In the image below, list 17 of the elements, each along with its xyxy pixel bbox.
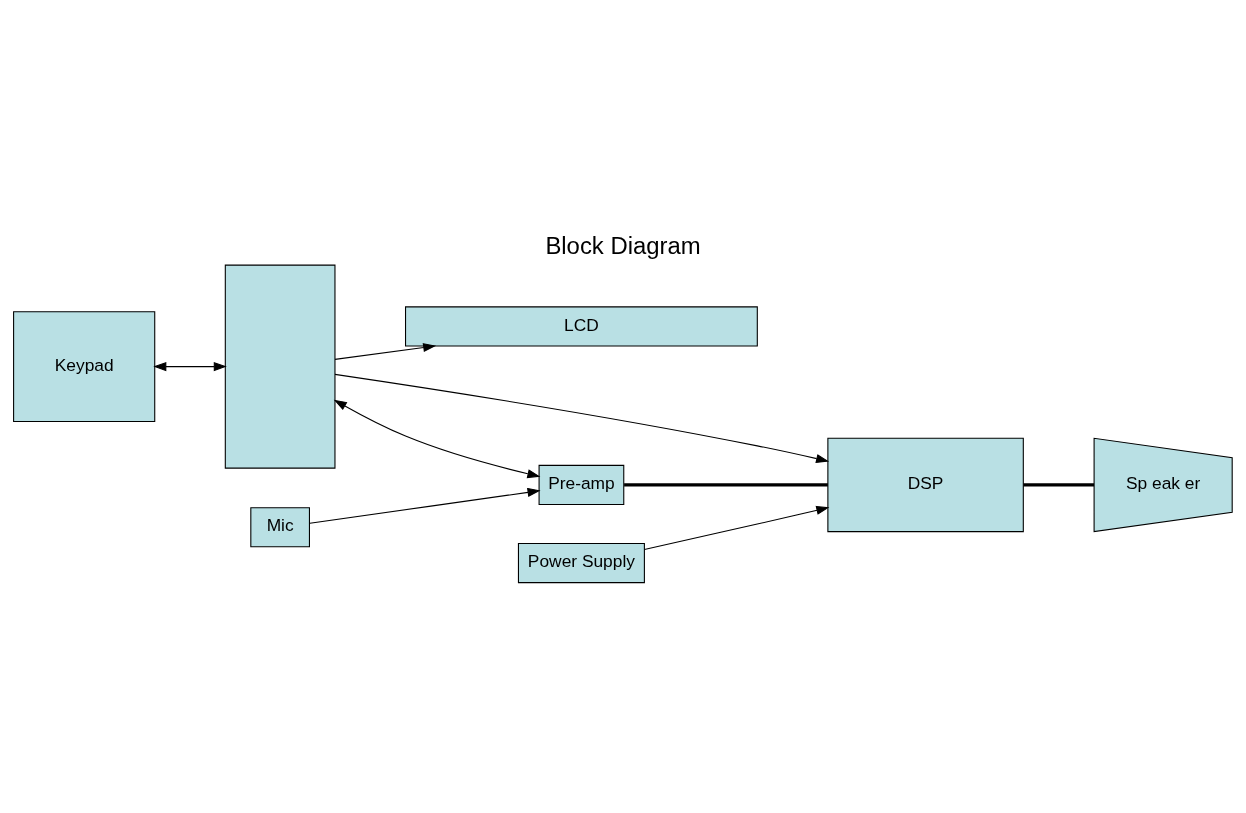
node-box (224, 264, 336, 469)
arrow (309, 487, 541, 524)
arrow (153, 362, 227, 372)
node-box: Mic (250, 507, 310, 548)
diagram-title: Block Diagram (545, 231, 701, 259)
node-box: Power Supply (517, 543, 645, 584)
arrow (334, 373, 830, 464)
arrow (333, 399, 541, 479)
arrow (643, 505, 830, 550)
node-box: Keypad (13, 311, 156, 422)
node-box: LCD (405, 306, 758, 347)
node-box: Pre-amp (538, 464, 625, 506)
arrow (334, 343, 437, 360)
node-box: DSP (827, 437, 1024, 533)
node-box: Sp eak er (1093, 437, 1233, 533)
connector (624, 483, 828, 487)
connector (1023, 483, 1095, 487)
